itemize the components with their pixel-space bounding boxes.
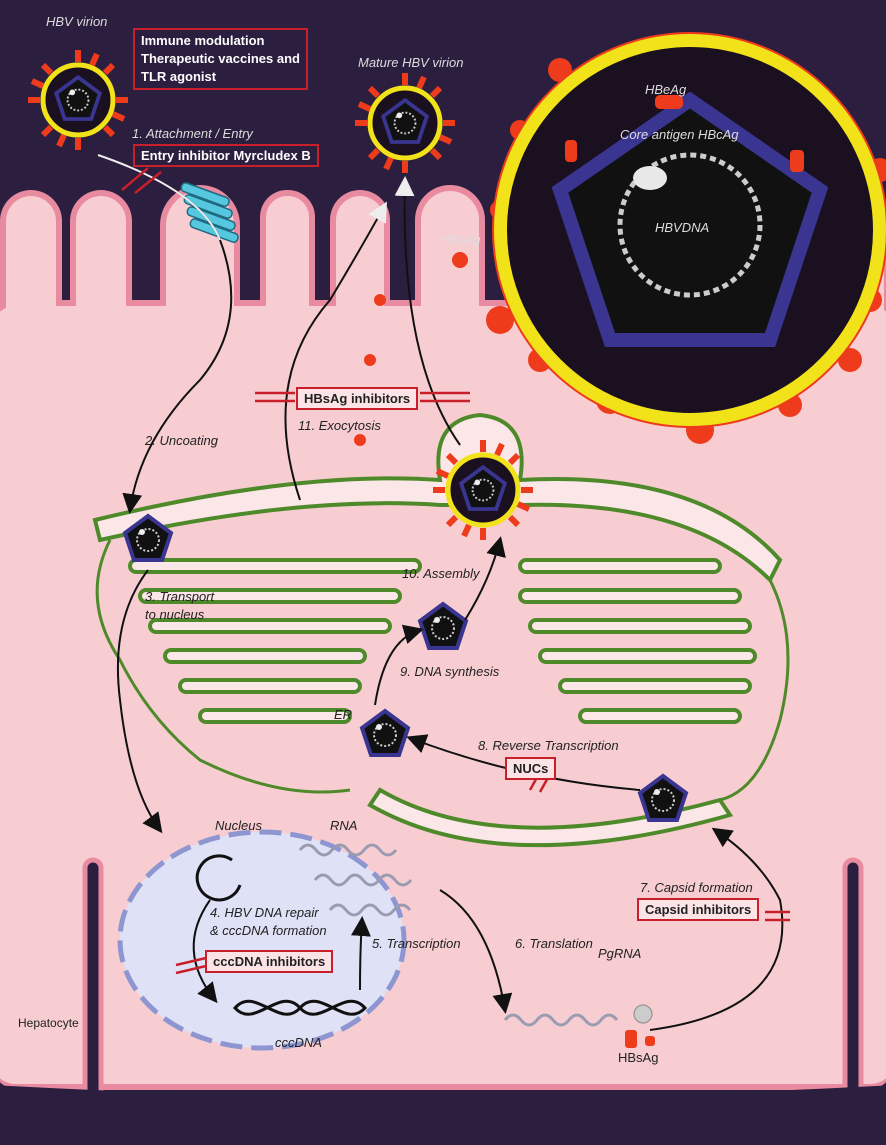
assembling-virion — [433, 440, 533, 540]
label-capsid-formation: 7. Capsid formation — [640, 880, 753, 895]
therapy-immune-modulation: Immune modulation Therapeutic vaccines a… — [133, 28, 308, 90]
therapy-nucs: NUCs — [505, 757, 557, 780]
therapy-hbsag-inhibitors: HBsAg inhibitors — [296, 387, 419, 410]
label-nucleus: Nucleus — [215, 818, 262, 833]
label-transport: 3. Transport to nucleus — [145, 589, 215, 622]
label-mature-virion: Mature HBV virion — [358, 55, 464, 70]
label-hbvdna: HBVDNA — [655, 220, 710, 235]
label-assembly: 10. Assembly — [402, 566, 480, 581]
label-hbsag-large: HBsAg — [440, 232, 481, 247]
label-hbcag: Core antigen HBcAg — [620, 127, 739, 142]
label-cccdna: cccDNA — [275, 1035, 322, 1050]
pgrna-strand — [503, 1013, 619, 1027]
cccdna-icon — [232, 999, 368, 1016]
therapy-capsid-inhibitors: Capsid inhibitors — [637, 898, 760, 921]
therapy-cccdna-inhibitors: cccDNA inhibitors — [205, 950, 334, 973]
nucleus — [117, 829, 407, 1051]
therapy-entry-inhibitor: Entry inhibitor Myrcludex B — [133, 144, 319, 167]
relaxed-dna-icon — [195, 854, 242, 902]
label-reverse-transcription: 8. Reverse Transcription — [478, 738, 619, 753]
label-er: ER — [334, 707, 353, 722]
label-hbeag: HBeAg — [645, 82, 687, 97]
label-transcription: 5. Transcription — [372, 936, 461, 951]
hbv-virion — [28, 50, 128, 150]
rna-strands — [298, 843, 413, 917]
label-exocytosis: 11. Exocytosis — [298, 418, 381, 433]
label-translation: 6. Translation — [515, 936, 593, 951]
label-rna: RNA — [330, 818, 358, 833]
label-dna-synthesis: 9. DNA synthesis — [400, 664, 500, 679]
label-uncoating: 2. Uncoating — [145, 433, 218, 448]
endoplasmic-reticulum — [92, 412, 783, 848]
label-dna-repair: 4. HBV DNA repair & cccDNA formation — [210, 905, 327, 938]
label-hbsag-small: HBsAg — [618, 1050, 659, 1065]
ntcp-receptor — [180, 182, 239, 243]
core-capsid-large — [551, 91, 829, 347]
er-folds — [95, 539, 790, 802]
label-hbv-virion: HBV virion — [46, 14, 108, 29]
label-attachment: 1. Attachment / Entry — [132, 126, 253, 141]
label-hepatocyte: Hepatocyte — [18, 1016, 79, 1030]
label-pgrna: PgRNA — [598, 946, 642, 961]
mature-virion — [355, 73, 455, 173]
